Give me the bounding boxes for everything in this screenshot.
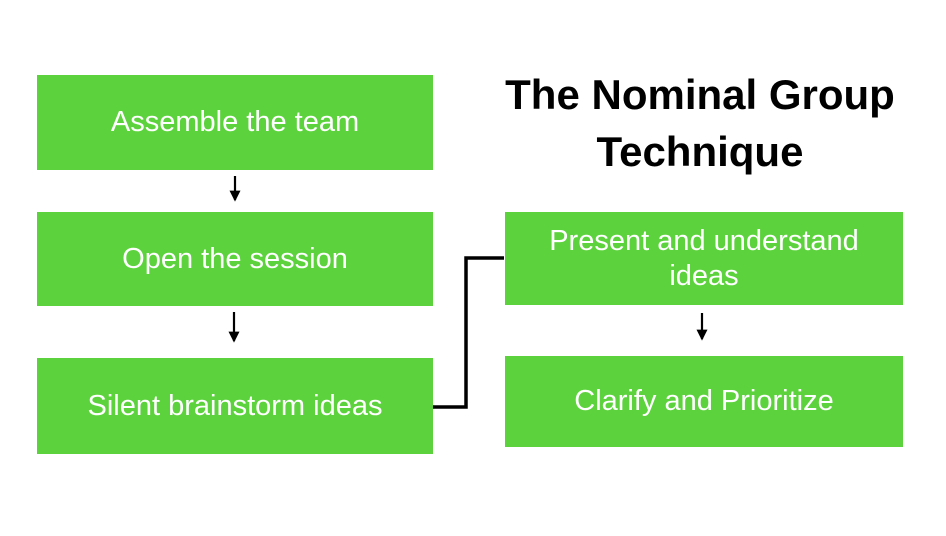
flow-box-label: Present and understand ideas <box>549 224 859 292</box>
flow-box-label: Silent brainstorm ideas <box>87 389 383 422</box>
page-title: The Nominal Group Technique <box>505 71 895 175</box>
flow-box-open-session: Open the session <box>37 212 433 306</box>
connector-silent-to-present <box>433 256 504 409</box>
flow-box-present-understand: Present and understand ideas <box>505 212 903 305</box>
flow-box-label: Assemble the team <box>110 106 360 139</box>
flow-box-label: Open the session <box>122 242 348 275</box>
flow-box-silent-brainstorm: Silent brainstorm ideas <box>37 358 433 454</box>
flow-box-clarify-prioritize: Clarify and Prioritize <box>505 356 903 447</box>
flow-box-assemble-team: Assemble the team <box>37 75 433 170</box>
flow-box-label: Clarify and Prioritize <box>574 385 834 418</box>
